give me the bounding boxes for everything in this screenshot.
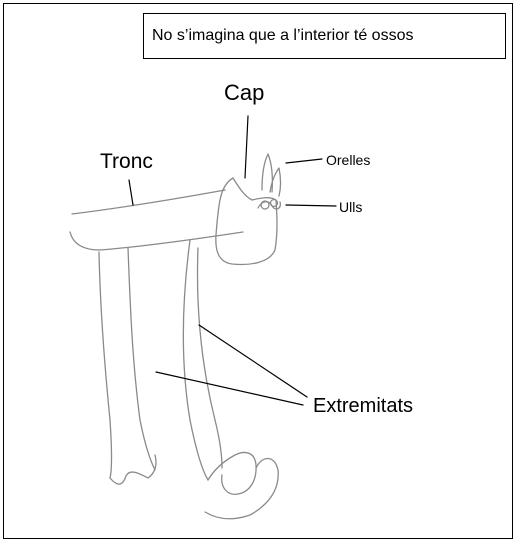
leader-tronc — [129, 180, 133, 205]
sketch-leg-2-inner — [198, 248, 222, 468]
label-cap: Cap — [224, 80, 264, 106]
label-extremitats: Extremitats — [313, 395, 413, 418]
leader-ulls — [286, 205, 336, 206]
pencil-sketch — [70, 154, 281, 519]
sketch-hoof-2 — [208, 452, 256, 494]
sketch-leg-2-outer — [183, 240, 208, 480]
sketch-head — [216, 178, 277, 264]
label-tronc: Tronc — [100, 150, 153, 174]
sketch-hoof-1 — [110, 455, 156, 484]
leader-extremitats-1 — [156, 372, 303, 405]
leader-lines — [129, 116, 336, 405]
sketch-leg-1-outer — [99, 252, 112, 478]
label-orelles: Orelles — [326, 152, 370, 168]
sketch-leg-1-inner — [128, 248, 155, 470]
sketch-trunk — [72, 190, 225, 214]
leader-extremitats-2 — [199, 325, 307, 397]
sketch-tail — [205, 458, 278, 518]
label-ulls: Ulls — [339, 199, 362, 215]
leader-cap — [245, 116, 248, 178]
leader-orelles — [286, 159, 322, 163]
